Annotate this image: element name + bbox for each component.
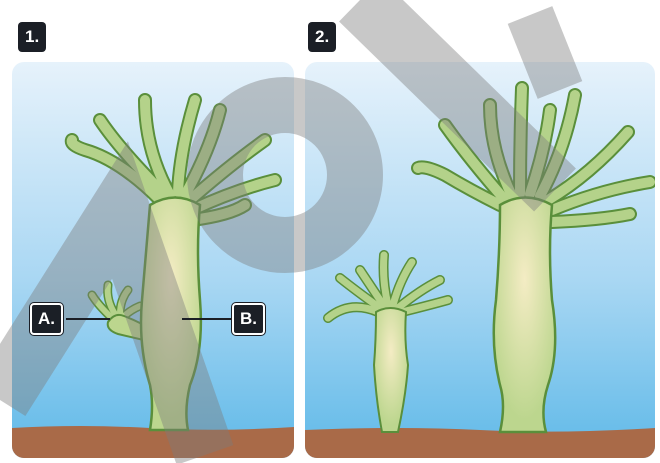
panel-2-number-badge: 2. (308, 22, 336, 52)
label-b-parent-body: B. (232, 303, 265, 335)
hydra-2-large-body (494, 198, 555, 433)
panel-1-number-badge: 1. (18, 22, 46, 52)
label-a-leader-line (66, 318, 110, 320)
panel-2-ground (305, 428, 655, 460)
label-a-bud: A. (30, 303, 63, 335)
label-b-leader-line (182, 318, 232, 320)
